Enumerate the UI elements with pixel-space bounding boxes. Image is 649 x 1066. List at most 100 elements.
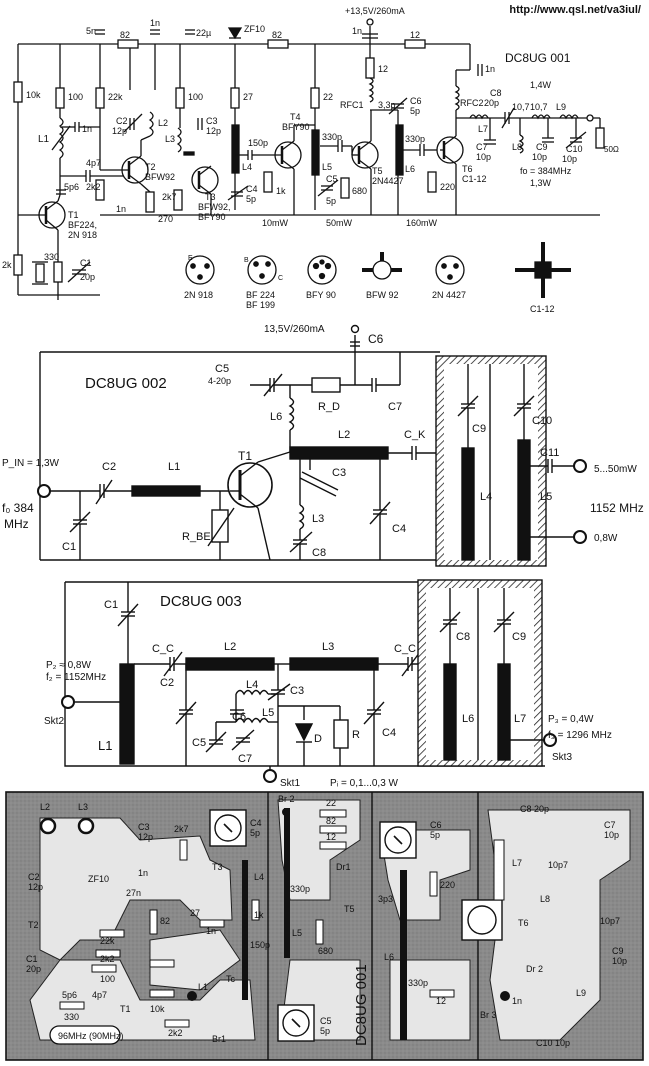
label-t5: T5 <box>372 166 383 176</box>
label-c1-12: C1-12 <box>462 174 487 184</box>
label-c4: C4 <box>246 184 258 194</box>
label-003-c4: C4 <box>382 727 396 739</box>
pcb-label-1n-c: 1n <box>512 996 522 1006</box>
label-l5: L5 <box>322 162 332 172</box>
supply-label-002: 13,5V/260mA <box>264 324 325 335</box>
pcb-label-crystal: 96MHz (90MHz) <box>58 1031 124 1041</box>
pcb-label-c4: C4 <box>250 818 262 828</box>
pcb-label-t5: T5 <box>344 904 355 914</box>
label-003-c8: C8 <box>456 631 470 643</box>
pinout-label-c1-12: C1-12 <box>530 304 555 314</box>
pcb-label-330p: 330p <box>290 884 310 894</box>
power-1-3w: 1,3W <box>530 178 552 188</box>
pcb-layout: 96MHz (90MHz) DC8UG 001 <box>5 791 644 1061</box>
label-003-c2: C2 <box>160 677 174 689</box>
label-82: 82 <box>120 30 130 40</box>
label-002-l4: L4 <box>480 491 492 503</box>
pinout-c1-12 <box>515 242 571 298</box>
label-l8: L8 <box>512 142 522 152</box>
load-50-ohm: 50Ω <box>604 145 619 154</box>
pcb-label-330p-b: 330p <box>408 978 428 988</box>
section-dc8ug-002 <box>37 324 587 567</box>
pcb-label-c2: C2 <box>28 872 40 882</box>
pcb-label-5p6: 5p6 <box>62 990 77 1000</box>
pcb-board-id: DC8UG 001 <box>353 964 370 1046</box>
label-l4: L4 <box>242 162 252 172</box>
label-100: 100 <box>68 92 83 102</box>
pcb-label-1n: 1n <box>138 868 148 878</box>
section-title-002: DC8UG 002 <box>85 375 167 392</box>
label-330: 330 <box>44 252 59 262</box>
label-003-skt3: Skt3 <box>552 752 572 763</box>
pcb-label-l7: L7 <box>512 858 522 868</box>
label-270: 270 <box>158 214 173 224</box>
label-002-c2: C2 <box>102 461 116 473</box>
label-002-c3: C3 <box>332 467 346 479</box>
label-002-c5-range: 4-20p <box>208 376 231 386</box>
label-20p-b: 20p <box>80 272 95 282</box>
pcb-label-22: 22 <box>326 798 336 808</box>
label-003-cc1: C_C <box>152 643 174 655</box>
label-5n: 5n <box>86 26 96 36</box>
pinout-bfy90 <box>307 255 337 285</box>
label-bfy90b: BFY90 <box>198 212 226 222</box>
pcb-label-t2: T2 <box>28 920 39 930</box>
pcb-label-2k7: 2k7 <box>174 824 189 834</box>
label-003-skt1: Skt1 <box>280 778 300 789</box>
label-12p-b: 12p <box>206 126 221 136</box>
label-002-l5: L5 <box>540 491 552 503</box>
pin-b: B <box>244 257 249 264</box>
label-003-c7: C7 <box>238 753 252 765</box>
label-002-c7: C7 <box>388 401 402 413</box>
label-003-l7: L7 <box>514 713 526 725</box>
label-bfw92b: BFW92, <box>198 202 231 212</box>
pcb-label-22k: 22k <box>100 936 115 946</box>
pcb-label-2k2: 2k2 <box>100 954 115 964</box>
pcb-label-12b: 12 <box>436 996 446 1006</box>
section-dc8ug-003-labels: DC8UG 003 C1 C8 C9 P₂ ≈ 0,8W f₂ = 1152MH… <box>44 593 612 789</box>
pinout-label-2n918: 2N 918 <box>184 290 213 300</box>
label-002-out1: 5...50mW <box>594 464 637 475</box>
source-url[interactable]: http://www.qsl.net/va3iul/ <box>509 4 641 16</box>
pinout-label-2n4427: 2N 4427 <box>432 290 466 300</box>
label-002-l2: L2 <box>338 429 350 441</box>
pinout-label-bfw92: BFW 92 <box>366 290 399 300</box>
label-c5: C5 <box>326 174 338 184</box>
label-10p-c: 10p <box>562 154 577 164</box>
pcb-label-10k: 10k <box>150 1004 165 1014</box>
pinout-bfw92 <box>362 252 402 280</box>
pcb-label-br2: Br 2 <box>278 794 295 804</box>
pcb-label-dr2: Dr 2 <box>526 964 543 974</box>
label-5p-b: 5p <box>246 194 256 204</box>
label-l3: L3 <box>165 134 175 144</box>
label-50mw: 50mW <box>326 218 353 228</box>
pinout-label-bfy90: BFY 90 <box>306 290 336 300</box>
label-22: 22 <box>323 92 333 102</box>
pcb-label-dr1: Dr1 <box>336 862 351 872</box>
label-003-c3: C3 <box>290 685 304 697</box>
pinout-label-bf224: BF 224 <box>246 290 275 300</box>
pcb-label-27: 27 <box>190 908 200 918</box>
label-002-l1: L1 <box>168 461 180 473</box>
label-003-f2: f₂ = 1152MHz <box>46 672 106 683</box>
pcb-label-c6-val: 5p <box>430 830 440 840</box>
label-2k7: 2k7 <box>162 192 177 202</box>
label-bfw92: BFW92 <box>145 172 175 182</box>
label-t6: T6 <box>462 164 473 174</box>
label-003-d: D <box>314 733 322 745</box>
label-12p: 12p <box>112 126 127 136</box>
label-c8: C8 <box>490 88 502 98</box>
label-10p: 10p <box>476 152 491 162</box>
pcb-label-c10: C10 10p <box>536 1038 570 1048</box>
label-2n4427: 2N4427 <box>372 176 404 186</box>
label-003-skt2: Skt2 <box>44 716 64 727</box>
pinout-2n4427 <box>435 255 465 285</box>
pcb-label-t3: T3 <box>212 862 223 872</box>
label-002-ck: C_K <box>404 429 426 441</box>
label-1n-c: 1n <box>485 64 495 74</box>
pcb-label-1k: 1k <box>254 910 264 920</box>
label-002-rd: R_D <box>318 401 340 413</box>
pcb-label-l6: L6 <box>384 952 394 962</box>
